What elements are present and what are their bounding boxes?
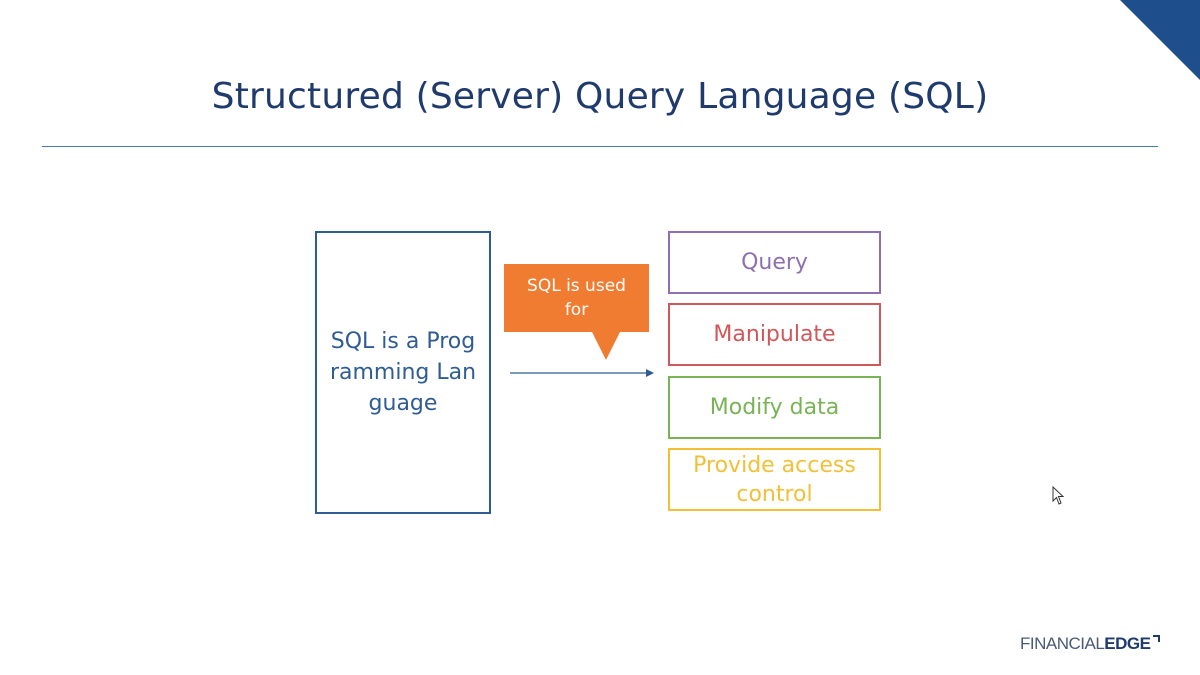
mouse-pointer-icon xyxy=(1052,486,1065,505)
logo-corner-icon xyxy=(1153,635,1161,642)
corner-accent xyxy=(1120,0,1200,80)
usage-callout-text: SQL is used for xyxy=(527,276,626,320)
logo-text-financial: FINANCIAL xyxy=(1020,634,1105,653)
logo-text-edge: EDGE xyxy=(1104,634,1151,653)
usage-callout: SQL is used for xyxy=(504,264,649,332)
use-box-manipulate: Manipulate xyxy=(668,303,881,366)
financial-edge-logo: FINANCIALEDGE xyxy=(1020,634,1161,654)
sql-definition-box: SQL is a Programming Language xyxy=(315,231,491,514)
title-divider xyxy=(42,146,1158,147)
usage-callout-tail xyxy=(592,332,620,360)
use-box-query: Query xyxy=(668,231,881,294)
sql-definition-text: SQL is a Programming Language xyxy=(329,329,477,416)
connector-arrow xyxy=(510,369,654,377)
use-label-query: Query xyxy=(741,250,808,275)
use-box-modify-data: Modify data xyxy=(668,376,881,439)
use-label-access-control: Provide access control xyxy=(693,452,856,507)
slide-title: Structured (Server) Query Language (SQL) xyxy=(211,76,989,118)
use-box-access-control: Provide access control xyxy=(668,448,881,511)
use-label-modify-data: Modify data xyxy=(709,395,840,420)
use-label-manipulate: Manipulate xyxy=(713,322,836,347)
